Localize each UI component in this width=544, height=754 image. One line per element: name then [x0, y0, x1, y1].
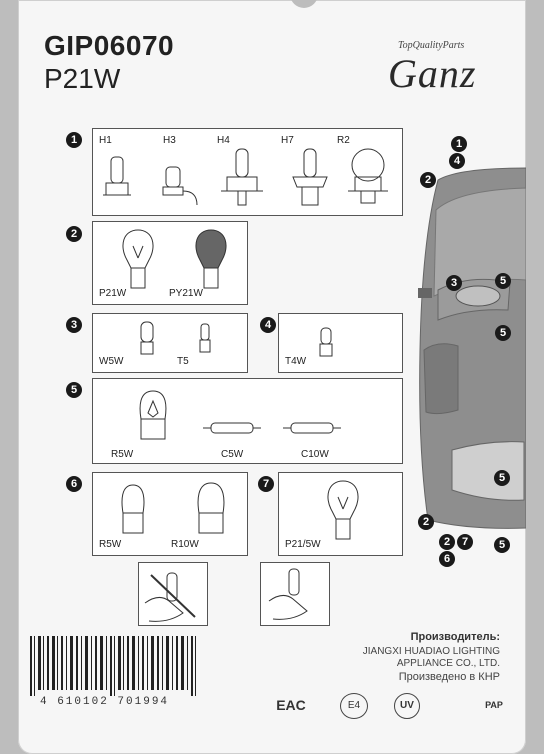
no-touch-pictogram	[138, 562, 208, 626]
group-2-badge: 2	[66, 226, 82, 242]
uv-mark: UV	[394, 693, 420, 719]
group-6-badge: 6	[66, 476, 82, 492]
bulb-label: R5W	[111, 449, 134, 460]
group-6-box: R5W R10W	[92, 472, 248, 556]
manufacturer-name-line2: APPLIANCE CO., LTD.	[396, 658, 500, 669]
group-5-box: R5W C5W C10W	[92, 378, 403, 464]
brand-logo: Ganz	[388, 51, 477, 96]
car-marker: 2	[418, 514, 434, 530]
car-marker: 5	[495, 273, 511, 289]
car-marker: 5	[494, 470, 510, 486]
bulb-label: W5W	[99, 356, 124, 367]
bulb-label: T4W	[285, 356, 307, 367]
group-7-box: P21/5W	[278, 472, 403, 556]
headlamp-bulbs-icon	[103, 148, 388, 206]
car-marker: 5	[494, 537, 510, 553]
bulb-label: C5W	[221, 449, 244, 460]
car-marker: 6	[439, 551, 455, 567]
car-marker: 1	[451, 136, 467, 152]
bulb-label: R5W	[99, 539, 122, 550]
made-in-text: Произведено в КНР	[398, 671, 500, 683]
p21-5w-bulb-icon	[327, 480, 359, 540]
group-3-box: W5W T5	[92, 313, 248, 373]
bulb-label: P21W	[99, 288, 127, 299]
group-2-box: P21W PY21W	[92, 221, 248, 305]
group-5-badge: 5	[66, 382, 82, 398]
w5w-bulbs-icon	[140, 321, 211, 355]
bulb-label: H7	[281, 135, 294, 146]
car-marker: 5	[495, 325, 511, 341]
product-model: P21W	[44, 63, 121, 94]
barcode-number: 4 610102 701994	[40, 696, 170, 708]
bulb-label: H4	[217, 135, 230, 146]
group-1-badge: 1	[66, 132, 82, 148]
hand-bulb-icon	[268, 568, 308, 620]
product-code: GIP06070	[44, 30, 175, 61]
bulb-label: H1	[99, 135, 112, 146]
manufacturer-title: Производитель:	[410, 631, 500, 643]
bulb-label: R2	[337, 135, 350, 146]
bulb-label: H3	[163, 135, 176, 146]
bulb-label: T5	[177, 356, 189, 367]
handling-pictogram	[260, 562, 330, 626]
manufacturer-name-line1: JIANGXI HUADIAO LIGHTING	[362, 646, 500, 657]
car-marker: 3	[446, 275, 462, 291]
group-4-box: T4W	[278, 313, 403, 373]
e4-mark: E4	[340, 693, 368, 719]
car-marker: 7	[457, 534, 473, 550]
group-4-badge: 4	[260, 317, 276, 333]
t4w-bulb-icon	[319, 327, 333, 357]
group-7-badge: 7	[258, 476, 274, 492]
group-3-badge: 3	[66, 317, 82, 333]
car-illustration	[418, 167, 526, 529]
bulb-label: C10W	[301, 449, 329, 460]
manufacturer-name: JIANGXI HUADIAO LIGHTING APPLIANCE CO., …	[290, 646, 500, 670]
bulb-label: PY21W	[169, 288, 203, 299]
hang-hole	[290, 0, 318, 8]
bulb-label: P21/5W	[285, 539, 321, 550]
hand-bulb-icon	[144, 572, 196, 622]
festoon-bulbs-icon	[139, 390, 341, 440]
brand-tagline: TopQualityParts	[398, 40, 465, 51]
p21w-bulbs-icon	[122, 229, 227, 289]
car-marker: 4	[449, 153, 465, 169]
pap-recycling-mark: PAP	[485, 700, 503, 710]
r5w-bulbs-icon	[121, 482, 225, 534]
eac-mark: EAC	[276, 697, 306, 713]
car-marker: 2	[420, 172, 436, 188]
car-marker: 2	[439, 534, 455, 550]
barcode-image	[30, 636, 196, 696]
bulb-label: R10W	[171, 539, 199, 550]
group-1-box: H1 H3 H4 H7 R2	[92, 128, 403, 216]
